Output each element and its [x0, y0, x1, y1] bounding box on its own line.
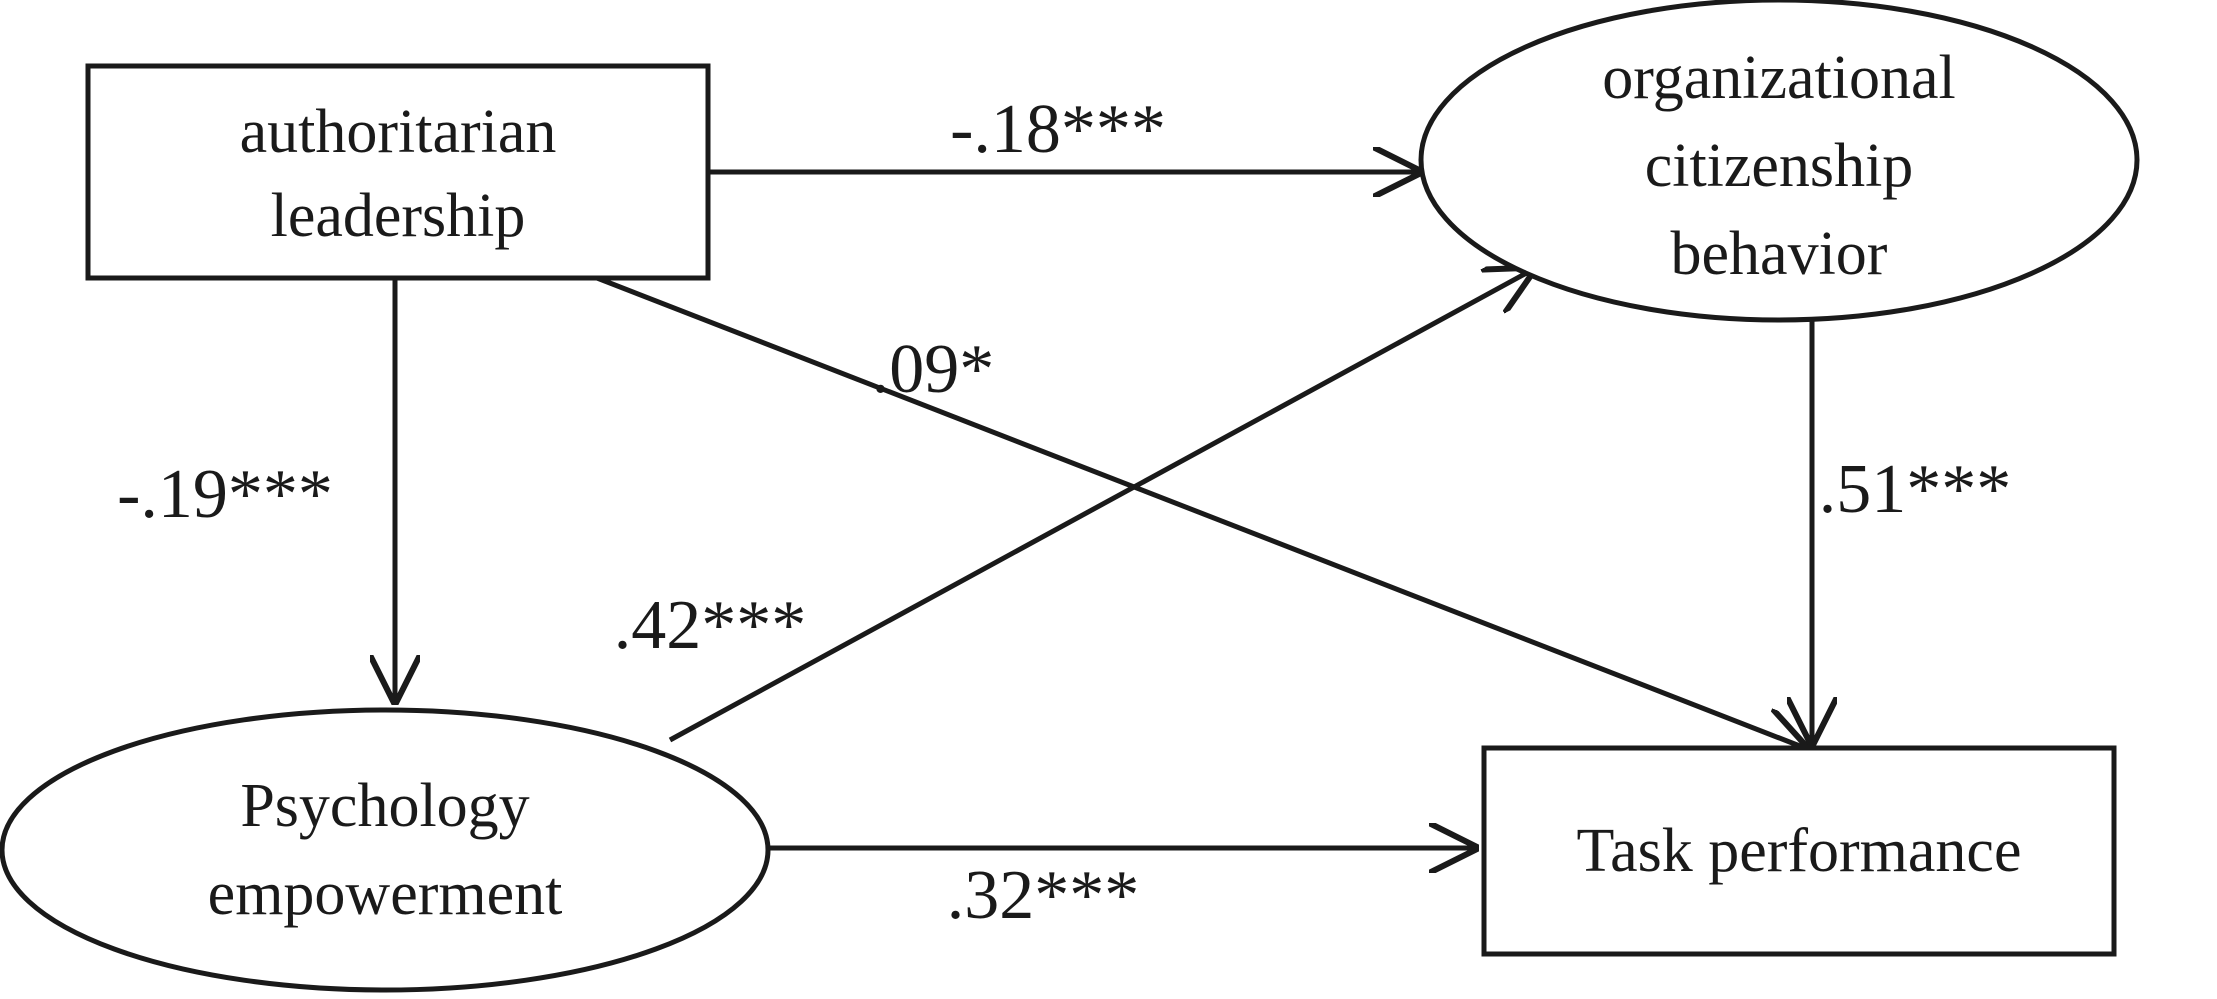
edges	[395, 172, 1812, 848]
node-label-line: organizational	[1602, 44, 1956, 112]
coef-empowerment-to-task: .32***	[947, 857, 1140, 934]
coef-ocb-to-task: .51***	[1819, 451, 2012, 528]
node-label-line: citizenship	[1645, 132, 1914, 200]
coefficients: -.18*** -.19*** .09* .42*** .51*** .32**…	[117, 91, 2011, 934]
coef-authoritarian-to-task: .09*	[872, 331, 995, 408]
edge-authoritarian-to-task	[596, 275, 1805, 748]
node-ellipse	[1418, 0, 2140, 323]
node-label-line: Task performance	[1577, 817, 2022, 885]
node-task-performance: Task performance	[1481, 745, 2117, 957]
node-ellipse	[0, 707, 771, 993]
node-box	[85, 63, 711, 281]
coef-authoritarian-to-empowerment: -.19***	[117, 456, 333, 533]
node-authoritarian-leadership: authoritarian leadership	[85, 63, 711, 281]
node-box	[1481, 745, 2117, 957]
node-label-line: authoritarian	[240, 98, 557, 166]
node-psychology-empowerment: Psychology empowerment	[0, 707, 771, 993]
node-label-line: empowerment	[208, 860, 563, 928]
coef-authoritarian-to-ocb: -.18***	[950, 91, 1166, 168]
node-label-line: Psychology	[240, 772, 529, 840]
node-label-line: behavior	[1671, 220, 1888, 288]
node-organizational-citizenship-behavior: organizational citizenship behavior	[1418, 0, 2140, 323]
node-label-line: leadership	[271, 182, 526, 250]
coef-empowerment-to-ocb: .42***	[614, 587, 807, 664]
edge-empowerment-to-ocb	[668, 270, 1532, 743]
